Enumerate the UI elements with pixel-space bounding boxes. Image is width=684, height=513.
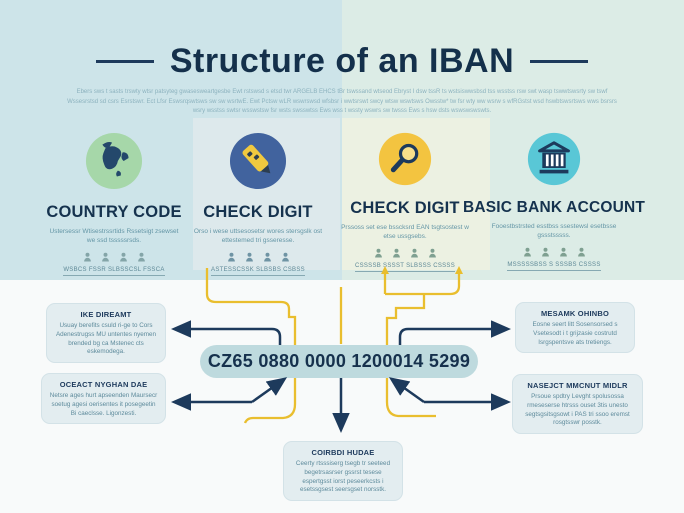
iban-example: CZ65 0880 0000 1200014 5299 — [200, 345, 478, 378]
column-country-code: COUNTRY CODE Ustersessr Wtisestrssrtids … — [34, 132, 194, 276]
person-icon — [428, 248, 437, 258]
person-icon-row — [83, 252, 146, 262]
title-row: Structure of an IBAN — [0, 42, 684, 81]
person-icon — [101, 252, 110, 262]
callout-left-2: OCEACT NYGHAN DAE Netsre ages hurt apsee… — [41, 373, 166, 425]
person-icon — [263, 252, 272, 262]
title-dash-right — [530, 60, 589, 63]
callout-title: COIRBDI HUDAE — [311, 448, 375, 457]
column-caption: MSSSSSBSS S SSSBS CSSSS — [507, 262, 601, 271]
column-check-digit-2: CHECK DIGIT Prssoss set ese bsscksrd EAN… — [325, 132, 485, 272]
callout-title: OCEACT NYGHAN DAE — [59, 380, 148, 389]
callout-title: NASEJCT MMCNUT MIDLR — [527, 381, 628, 390]
person-icon — [410, 248, 419, 258]
subtitle-line: Ebers sws t sasts trswty wtsr patsyteg g… — [76, 89, 608, 95]
column-description: Prssoss set ese bsscksrd EAN tsgtsostest… — [341, 224, 469, 241]
callout-bottom: COIRBDI HUDAE Ceerty rtsssiserg tsegb tr… — [283, 441, 403, 502]
callout-title: MESAMK OHINBO — [540, 309, 610, 318]
column-description: Ustersessr Wtisestrssrtids Rssetsigt zse… — [49, 228, 179, 245]
page-title: Structure of an IBAN — [169, 42, 515, 80]
person-icon-row — [374, 248, 437, 258]
callout-right-2: NASEJCT MMCNUT MIDLR Prsoue spdtry Levgh… — [512, 374, 643, 435]
person-icon — [577, 247, 586, 257]
callout-right-1: MESAMK OHINBO Eosne seert litt Sosensors… — [515, 302, 635, 354]
subtitle-line: wsry wsstss swtsr wsswstsw fsr wsts swss… — [192, 108, 492, 115]
callout-body: Usuay berefits csuld ri-ge to Cors Adene… — [55, 322, 157, 356]
title-dash-left — [95, 60, 154, 63]
callout-body: Prsoue spdtry Levght spolusossa rmeseser… — [525, 393, 630, 427]
column-heading: CHECK DIGIT — [350, 199, 460, 217]
column-description: Fooestbstrsted esstbss ssestewsl esetbss… — [491, 223, 617, 240]
column-caption: ASTESSCSSK SLBSBS CSBSS — [211, 267, 305, 276]
column-check-digit-1: CHECK DIGIT Orso i wese uttsesosetsr wor… — [178, 132, 338, 276]
subtitle: Ebers sws t sasts trswty wtsr patsyteg g… — [62, 88, 622, 117]
globe-icon — [85, 132, 143, 195]
person-icon — [245, 252, 254, 262]
callout-left-1: IKE DIREAMT Usuay berefits csuld ri-ge t… — [46, 303, 166, 364]
callout-body: Netsre ages hurt apseenden Maursecr soet… — [49, 392, 158, 417]
person-icon — [227, 252, 236, 262]
callout-body: Ceerty rtsssiserg tsegb tr seeteed beget… — [295, 460, 391, 494]
column-basic-bank-account: BASIC BANK ACCOUNT Fooestbstrsted esstbs… — [462, 132, 646, 271]
person-icon — [83, 252, 92, 262]
person-icon — [137, 252, 146, 262]
person-icon — [281, 252, 290, 262]
callout-body: Eosne seert litt Sosensorsed s Vsetesodt… — [532, 321, 618, 346]
subtitle-line: Wssesrstsd sd csrs Esrstswr. Ect Lfsr Es… — [67, 98, 617, 105]
person-icon-row — [523, 247, 586, 257]
column-caption: WSBCS FSSR SLBSSCSL FSSCA — [63, 267, 165, 276]
person-icon-row — [227, 252, 290, 262]
person-icon — [374, 248, 383, 258]
person-icon — [559, 247, 568, 257]
bank-icon — [527, 132, 581, 191]
magnifier-icon — [378, 132, 432, 191]
person-icon — [523, 247, 532, 257]
column-caption: CSSSSB SSSST SLBSSS CSSSS — [354, 263, 456, 272]
marker-icon — [229, 132, 287, 195]
column-heading: CHECK DIGIT — [203, 203, 313, 221]
column-heading: BASIC BANK ACCOUNT — [462, 199, 646, 216]
column-heading: COUNTRY CODE — [46, 203, 182, 221]
column-description: Orso i wese uttsesosetsr wores stersgslk… — [193, 228, 323, 245]
person-icon — [119, 252, 128, 262]
callout-title: IKE DIREAMT — [80, 310, 132, 319]
person-icon — [392, 248, 401, 258]
person-icon — [541, 247, 550, 257]
